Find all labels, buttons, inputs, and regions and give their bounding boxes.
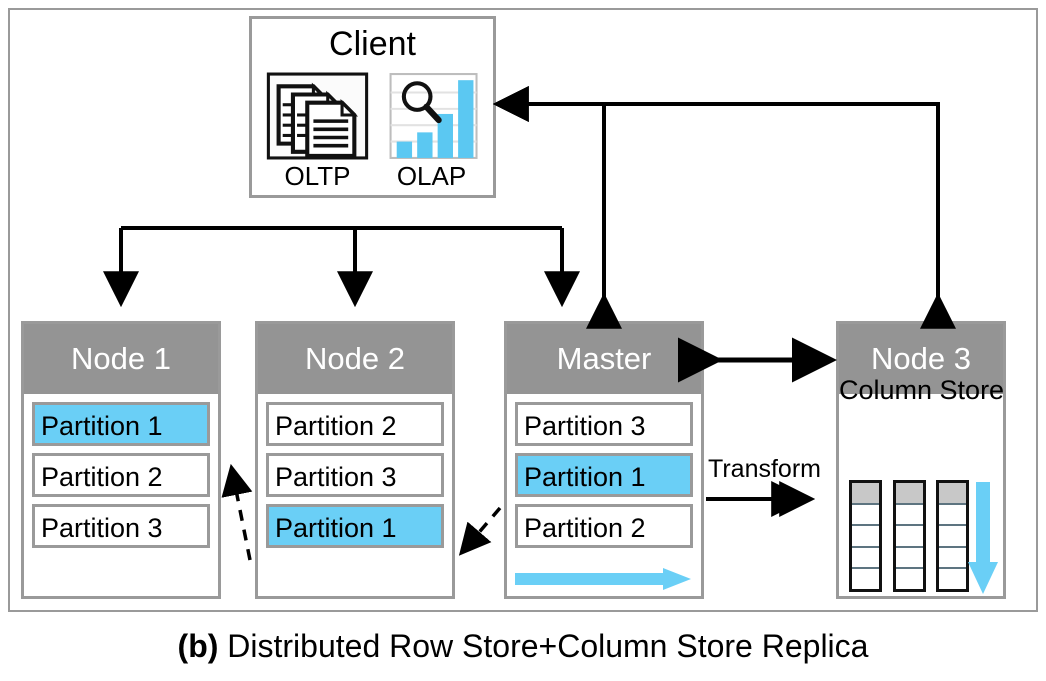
partition-row[interactable]: Partition 1	[515, 453, 693, 497]
column-cell	[852, 569, 879, 589]
figure-caption: (b) Distributed Row Store+Column Store R…	[0, 628, 1046, 665]
column-store-column	[936, 480, 969, 592]
partition-row[interactable]: Partition 1	[266, 504, 444, 548]
column-cell	[852, 483, 879, 505]
node-box-node1[interactable]: Node 1 Partition 1 Partition 2 Partition…	[21, 321, 221, 599]
column-cell	[939, 483, 966, 505]
stacked-documents-icon	[266, 72, 369, 160]
column-store-grid	[849, 480, 969, 592]
column-cell	[939, 569, 966, 589]
node-title-node1: Node 1	[24, 324, 218, 394]
node-title-node3: Node 3	[839, 324, 1003, 394]
partition-row[interactable]: Partition 2	[266, 402, 444, 446]
transform-label: Transform	[708, 455, 821, 483]
column-cell	[895, 548, 923, 570]
node-body-node2: Partition 2 Partition 3 Partition 1	[258, 394, 452, 561]
node-title-node2: Node 2	[258, 324, 452, 394]
node-body-node1: Partition 1 Partition 2 Partition 3	[24, 394, 218, 561]
client-title: Client	[329, 25, 416, 63]
column-cell	[895, 505, 923, 527]
node-box-node3[interactable]: Node 3	[836, 321, 1006, 599]
caption-text: Distributed Row Store+Column Store Repli…	[227, 628, 869, 664]
replication-flow-arrow-icon	[515, 568, 691, 590]
node-title-master: Master	[507, 324, 701, 394]
partition-row[interactable]: Partition 3	[32, 504, 210, 548]
partition-row[interactable]: Partition 2	[515, 504, 693, 548]
column-cell	[939, 505, 966, 527]
partition-row[interactable]: Partition 1	[32, 402, 210, 446]
column-cell	[939, 548, 966, 570]
column-cell	[895, 483, 923, 505]
node-box-node2[interactable]: Node 2 Partition 2 Partition 3 Partition…	[255, 321, 455, 599]
partition-row[interactable]: Partition 3	[515, 402, 693, 446]
column-cell	[896, 569, 923, 589]
column-store-column	[892, 480, 926, 592]
column-cell	[895, 526, 923, 548]
bar-chart-magnifier-icon	[389, 73, 478, 159]
oltp-label: OLTP	[284, 161, 351, 191]
column-cell	[852, 548, 879, 570]
olap-label: OLAP	[396, 161, 467, 191]
column-store-column	[849, 480, 882, 592]
column-cell	[852, 526, 879, 548]
partition-row[interactable]: Partition 3	[266, 453, 444, 497]
oltp-icon-group: OLTP	[266, 72, 369, 191]
column-cell	[939, 526, 966, 548]
partition-row[interactable]: Partition 2	[32, 453, 210, 497]
column-store-label: Column Store	[839, 375, 1005, 405]
node-body-node3: Column Store	[839, 375, 1004, 594]
node-body-master: Partition 3 Partition 1 Partition 2	[507, 394, 701, 561]
olap-icon-group: OLAP	[380, 72, 483, 191]
caption-prefix: (b)	[177, 628, 219, 664]
client-box: Client	[249, 16, 496, 198]
column-cell	[852, 505, 879, 527]
column-scan-down-arrow-icon	[968, 482, 998, 594]
node-box-master[interactable]: Master Partition 3 Partition 1 Partition…	[504, 321, 704, 599]
